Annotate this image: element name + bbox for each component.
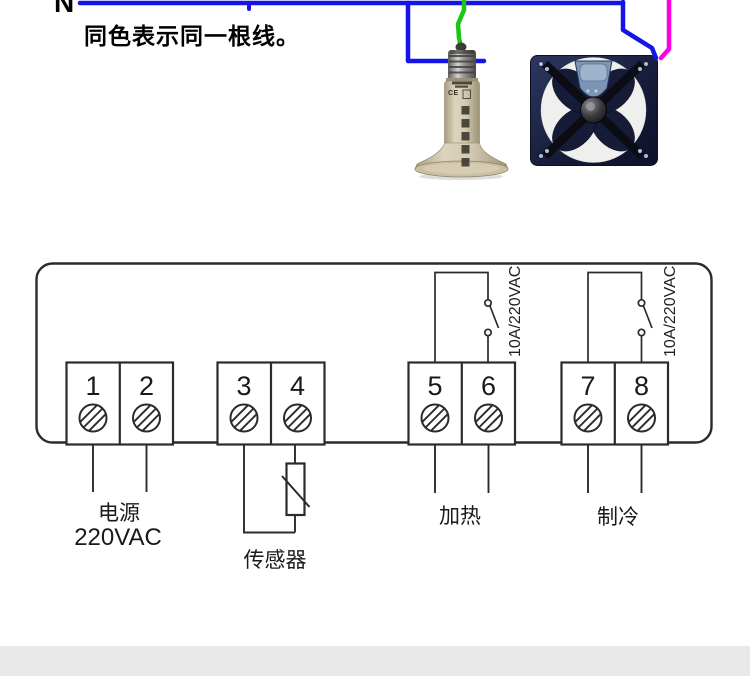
relay-switch-heating-icon	[434, 271, 500, 363]
controller-outline	[35, 262, 713, 444]
terminal-blocks	[65, 361, 670, 446]
neutral-wire-label: N	[54, 0, 75, 18]
footer-band	[0, 646, 750, 676]
terminal-group-cooling	[560, 361, 670, 446]
heating-relay-rating: 10A/220VAC	[507, 265, 524, 357]
power-wire-stubs	[92, 444, 148, 492]
exhaust-fan-image	[530, 55, 658, 166]
heat-lamp-image	[414, 42, 509, 180]
blue-wire-fan-branch	[620, 0, 659, 61]
terminal-group-sensor	[216, 361, 326, 446]
terminal-group-heating	[407, 361, 517, 446]
same-color-caption: 同色表示同一根线。	[84, 23, 300, 49]
relay-switch-cooling-icon	[587, 271, 653, 363]
terminal-8: 8	[633, 371, 650, 401]
terminal-3: 3	[236, 371, 252, 401]
terminal-5: 5	[427, 371, 443, 401]
heating-wire-stubs	[434, 444, 490, 493]
heating-label: 加热	[439, 505, 481, 528]
green-wire	[455, 0, 467, 50]
cooling-relay-rating: 10A/220VAC	[662, 265, 679, 357]
terminal-6: 6	[480, 371, 497, 401]
fan-hub	[580, 96, 607, 124]
terminal-7: 7	[580, 371, 596, 401]
terminal-4: 4	[289, 371, 306, 401]
magenta-wire	[658, 0, 672, 61]
lamp-ce-marking: CE	[448, 90, 459, 97]
cooling-wire-stubs	[587, 444, 643, 493]
terminal-2: 2	[138, 371, 155, 401]
cooling-label: 制冷	[597, 506, 639, 529]
terminal-1: 1	[85, 371, 101, 401]
thermistor-icon	[285, 462, 306, 517]
terminal-group-power	[65, 361, 175, 446]
sensor-loop	[243, 444, 311, 534]
fan-corner-screws	[538, 61, 649, 159]
sensor-label: 传感器	[243, 549, 307, 572]
power-label: 电源	[98, 502, 140, 525]
lamp-print-marks	[452, 81, 472, 167]
voltage-label: 220VAC	[74, 524, 162, 551]
